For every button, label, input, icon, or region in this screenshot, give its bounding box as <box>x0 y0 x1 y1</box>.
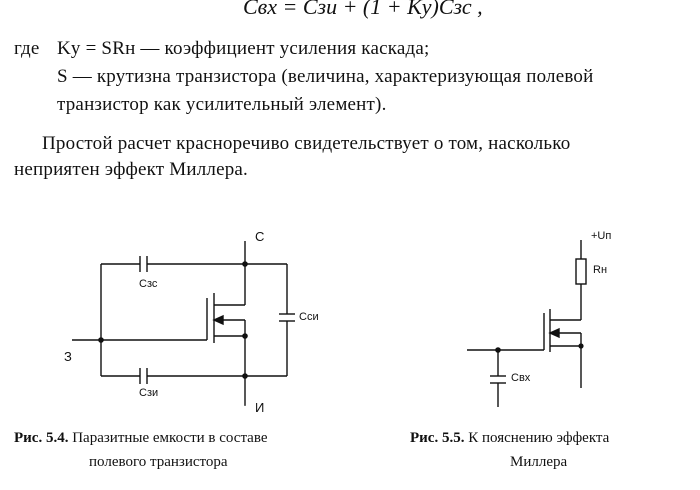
label-cap-ds: Сси <box>299 311 319 323</box>
paragraph-line-1: Простой расчет красноречиво свидетельств… <box>42 133 571 154</box>
figure-55-caption-line-2: Миллера <box>510 454 568 470</box>
formula-input-capacitance: Cвх = Cзи + (1 + Kу)Cзс , <box>243 0 483 19</box>
label-supply: +Uп <box>591 230 612 242</box>
definition-transconductance-2: транзистор как усилительный элемент). <box>57 94 387 115</box>
figure-54-circuit <box>65 234 295 413</box>
definition-where: где <box>14 38 40 59</box>
label-load-resistor: Rн <box>593 264 608 276</box>
label-source: И <box>255 400 265 415</box>
figure-55-caption-text: К пояснению эффекта <box>468 430 610 446</box>
label-gate: З <box>64 349 72 364</box>
figure-55-caption-line-1: Рис. 5.5. К пояснению эффекта <box>410 430 609 447</box>
definition-gain: Kу = SRн — коэффициент усиления каскада; <box>57 38 430 59</box>
label-drain: С <box>255 229 265 244</box>
figure-54-caption-number: Рис. 5.4. <box>14 430 69 446</box>
paragraph-line-2: неприятен эффект Миллера. <box>14 159 248 180</box>
label-cap-gd: Сзс <box>139 278 158 290</box>
label-cap-in: Свх <box>511 372 531 384</box>
figure-55-circuit <box>460 233 587 407</box>
load-resistor <box>575 258 587 285</box>
figure-54-caption-line-2: полевого транзистора <box>89 454 228 470</box>
definition-transconductance-1: S — крутизна транзистора (величина, хара… <box>57 66 594 87</box>
figure-54-caption-line-1: Рис. 5.4. Паразитные емкости в составе <box>14 430 268 447</box>
figure-54-caption-text: Паразитные емкости в составе <box>72 430 268 446</box>
label-cap-gs: Сзи <box>139 387 159 399</box>
figure-55-caption-number: Рис. 5.5. <box>410 430 465 446</box>
